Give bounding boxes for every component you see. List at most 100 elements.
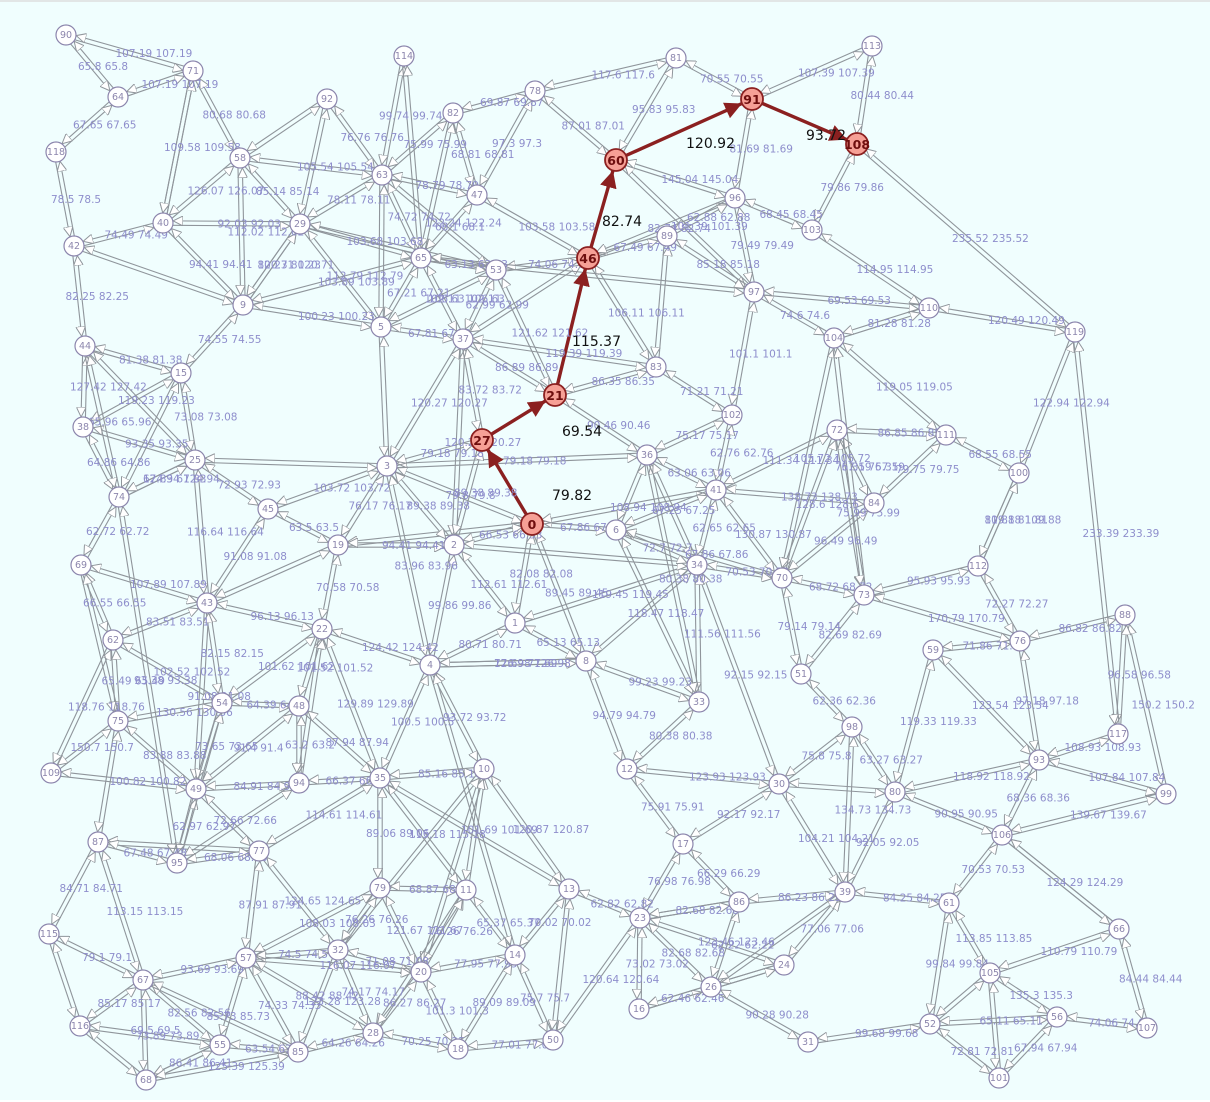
graph-node-108[interactable]: 108 <box>844 132 870 156</box>
node-circle[interactable] <box>232 294 254 316</box>
node-circle[interactable] <box>1008 462 1030 484</box>
node-circle[interactable] <box>289 213 311 235</box>
node-circle[interactable] <box>152 212 174 234</box>
graph-node-54[interactable]: 54 <box>211 692 233 714</box>
node-circle[interactable] <box>184 449 206 471</box>
node-circle[interactable] <box>393 45 415 67</box>
graph-node-83[interactable]: 83 <box>645 356 667 378</box>
node-circle[interactable] <box>132 969 154 991</box>
graph-node-14[interactable]: 14 <box>504 944 526 966</box>
node-circle[interactable] <box>419 654 441 676</box>
node-circle[interactable] <box>229 147 251 169</box>
node-circle[interactable] <box>884 781 906 803</box>
node-circle[interactable] <box>108 486 130 508</box>
graph-node-71[interactable]: 71 <box>182 60 204 82</box>
node-circle[interactable] <box>721 404 743 426</box>
graph-node-11[interactable]: 11 <box>455 879 477 901</box>
node-circle[interactable] <box>861 35 883 57</box>
graph-node-38[interactable]: 38 <box>72 416 94 438</box>
node-circle[interactable] <box>938 892 960 914</box>
node-circle[interactable] <box>558 878 580 900</box>
graph-node-75[interactable]: 75 <box>107 710 129 732</box>
node-circle[interactable] <box>410 961 432 983</box>
graph-node-87[interactable]: 87 <box>87 831 109 853</box>
graph-node-94[interactable]: 94 <box>288 772 310 794</box>
graph-node-53[interactable]: 53 <box>485 259 507 281</box>
node-circle[interactable] <box>636 444 658 466</box>
graph-node-65[interactable]: 65 <box>410 247 432 269</box>
node-circle[interactable] <box>185 778 207 800</box>
node-circle[interactable] <box>790 663 812 685</box>
graph-node-100[interactable]: 100 <box>1008 462 1030 484</box>
graph-node-84[interactable]: 84 <box>863 492 885 514</box>
node-circle[interactable] <box>327 534 349 556</box>
node-circle[interactable] <box>504 612 526 634</box>
graph-node-111[interactable]: 111 <box>935 424 957 446</box>
graph-node-26[interactable]: 26 <box>700 976 722 998</box>
graph-node-105[interactable]: 105 <box>979 962 1001 984</box>
graph-node-78[interactable]: 78 <box>524 80 546 102</box>
node-circle[interactable] <box>922 639 944 661</box>
graph-node-62[interactable]: 62 <box>102 629 124 651</box>
node-circle[interactable] <box>524 80 546 102</box>
graph-node-113[interactable]: 113 <box>861 35 883 57</box>
node-circle[interactable] <box>182 60 204 82</box>
node-circle[interactable] <box>485 259 507 281</box>
node-circle[interactable] <box>576 246 600 270</box>
graph-node-85[interactable]: 85 <box>287 1041 309 1063</box>
graph-node-3[interactable]: 3 <box>376 455 398 477</box>
graph-node-88[interactable]: 88 <box>1114 604 1136 626</box>
graph-node-98[interactable]: 98 <box>841 716 863 738</box>
graph-node-57[interactable]: 57 <box>235 947 257 969</box>
graph-node-44[interactable]: 44 <box>74 335 96 357</box>
graph-node-51[interactable]: 51 <box>790 663 812 685</box>
node-circle[interactable] <box>665 47 687 69</box>
graph-node-93[interactable]: 93 <box>1028 749 1050 771</box>
graph-node-30[interactable]: 30 <box>768 773 790 795</box>
node-circle[interactable] <box>629 907 651 929</box>
graph-node-47[interactable]: 47 <box>466 184 488 206</box>
node-circle[interactable] <box>107 86 129 108</box>
graph-node-49[interactable]: 49 <box>185 778 207 800</box>
node-circle[interactable] <box>63 235 85 257</box>
node-circle[interactable] <box>771 567 793 589</box>
graph-node-115[interactable]: 115 <box>38 923 60 945</box>
graph-node-90[interactable]: 90 <box>55 24 77 46</box>
graph-node-27[interactable]: 27 <box>470 428 494 452</box>
node-circle[interactable] <box>841 716 863 738</box>
graph-node-10[interactable]: 10 <box>473 758 495 780</box>
node-circle[interactable] <box>196 592 218 614</box>
graph-node-46[interactable]: 46 <box>576 246 600 270</box>
node-circle[interactable] <box>1046 1006 1068 1028</box>
graph-node-112[interactable]: 112 <box>967 555 989 577</box>
node-circle[interactable] <box>452 328 474 350</box>
graph-node-18[interactable]: 18 <box>447 1038 469 1060</box>
node-circle[interactable] <box>211 692 233 714</box>
node-circle[interactable] <box>443 534 465 556</box>
graph-node-63[interactable]: 63 <box>371 164 393 186</box>
node-circle[interactable] <box>967 555 989 577</box>
graph-node-4[interactable]: 4 <box>419 654 441 676</box>
node-circle[interactable] <box>1107 723 1129 745</box>
node-circle[interactable] <box>645 356 667 378</box>
node-circle[interactable] <box>72 416 94 438</box>
graph-node-42[interactable]: 42 <box>63 235 85 257</box>
node-circle[interactable] <box>1064 321 1086 343</box>
graph-node-17[interactable]: 17 <box>672 833 694 855</box>
node-circle[interactable] <box>369 877 391 899</box>
node-circle[interactable] <box>740 87 764 111</box>
node-circle[interactable] <box>823 327 845 349</box>
node-circle[interactable] <box>370 316 392 338</box>
graph-node-9[interactable]: 9 <box>232 294 254 316</box>
node-circle[interactable] <box>248 840 270 862</box>
node-circle[interactable] <box>863 492 885 514</box>
graph-node-73[interactable]: 73 <box>853 584 875 606</box>
node-circle[interactable] <box>604 148 628 172</box>
node-circle[interactable] <box>700 976 722 998</box>
node-circle[interactable] <box>1028 749 1050 771</box>
node-circle[interactable] <box>74 335 96 357</box>
graph-node-68[interactable]: 68 <box>135 1069 157 1091</box>
node-circle[interactable] <box>688 691 710 713</box>
graph-node-66[interactable]: 66 <box>1108 918 1130 940</box>
node-circle[interactable] <box>543 383 567 407</box>
